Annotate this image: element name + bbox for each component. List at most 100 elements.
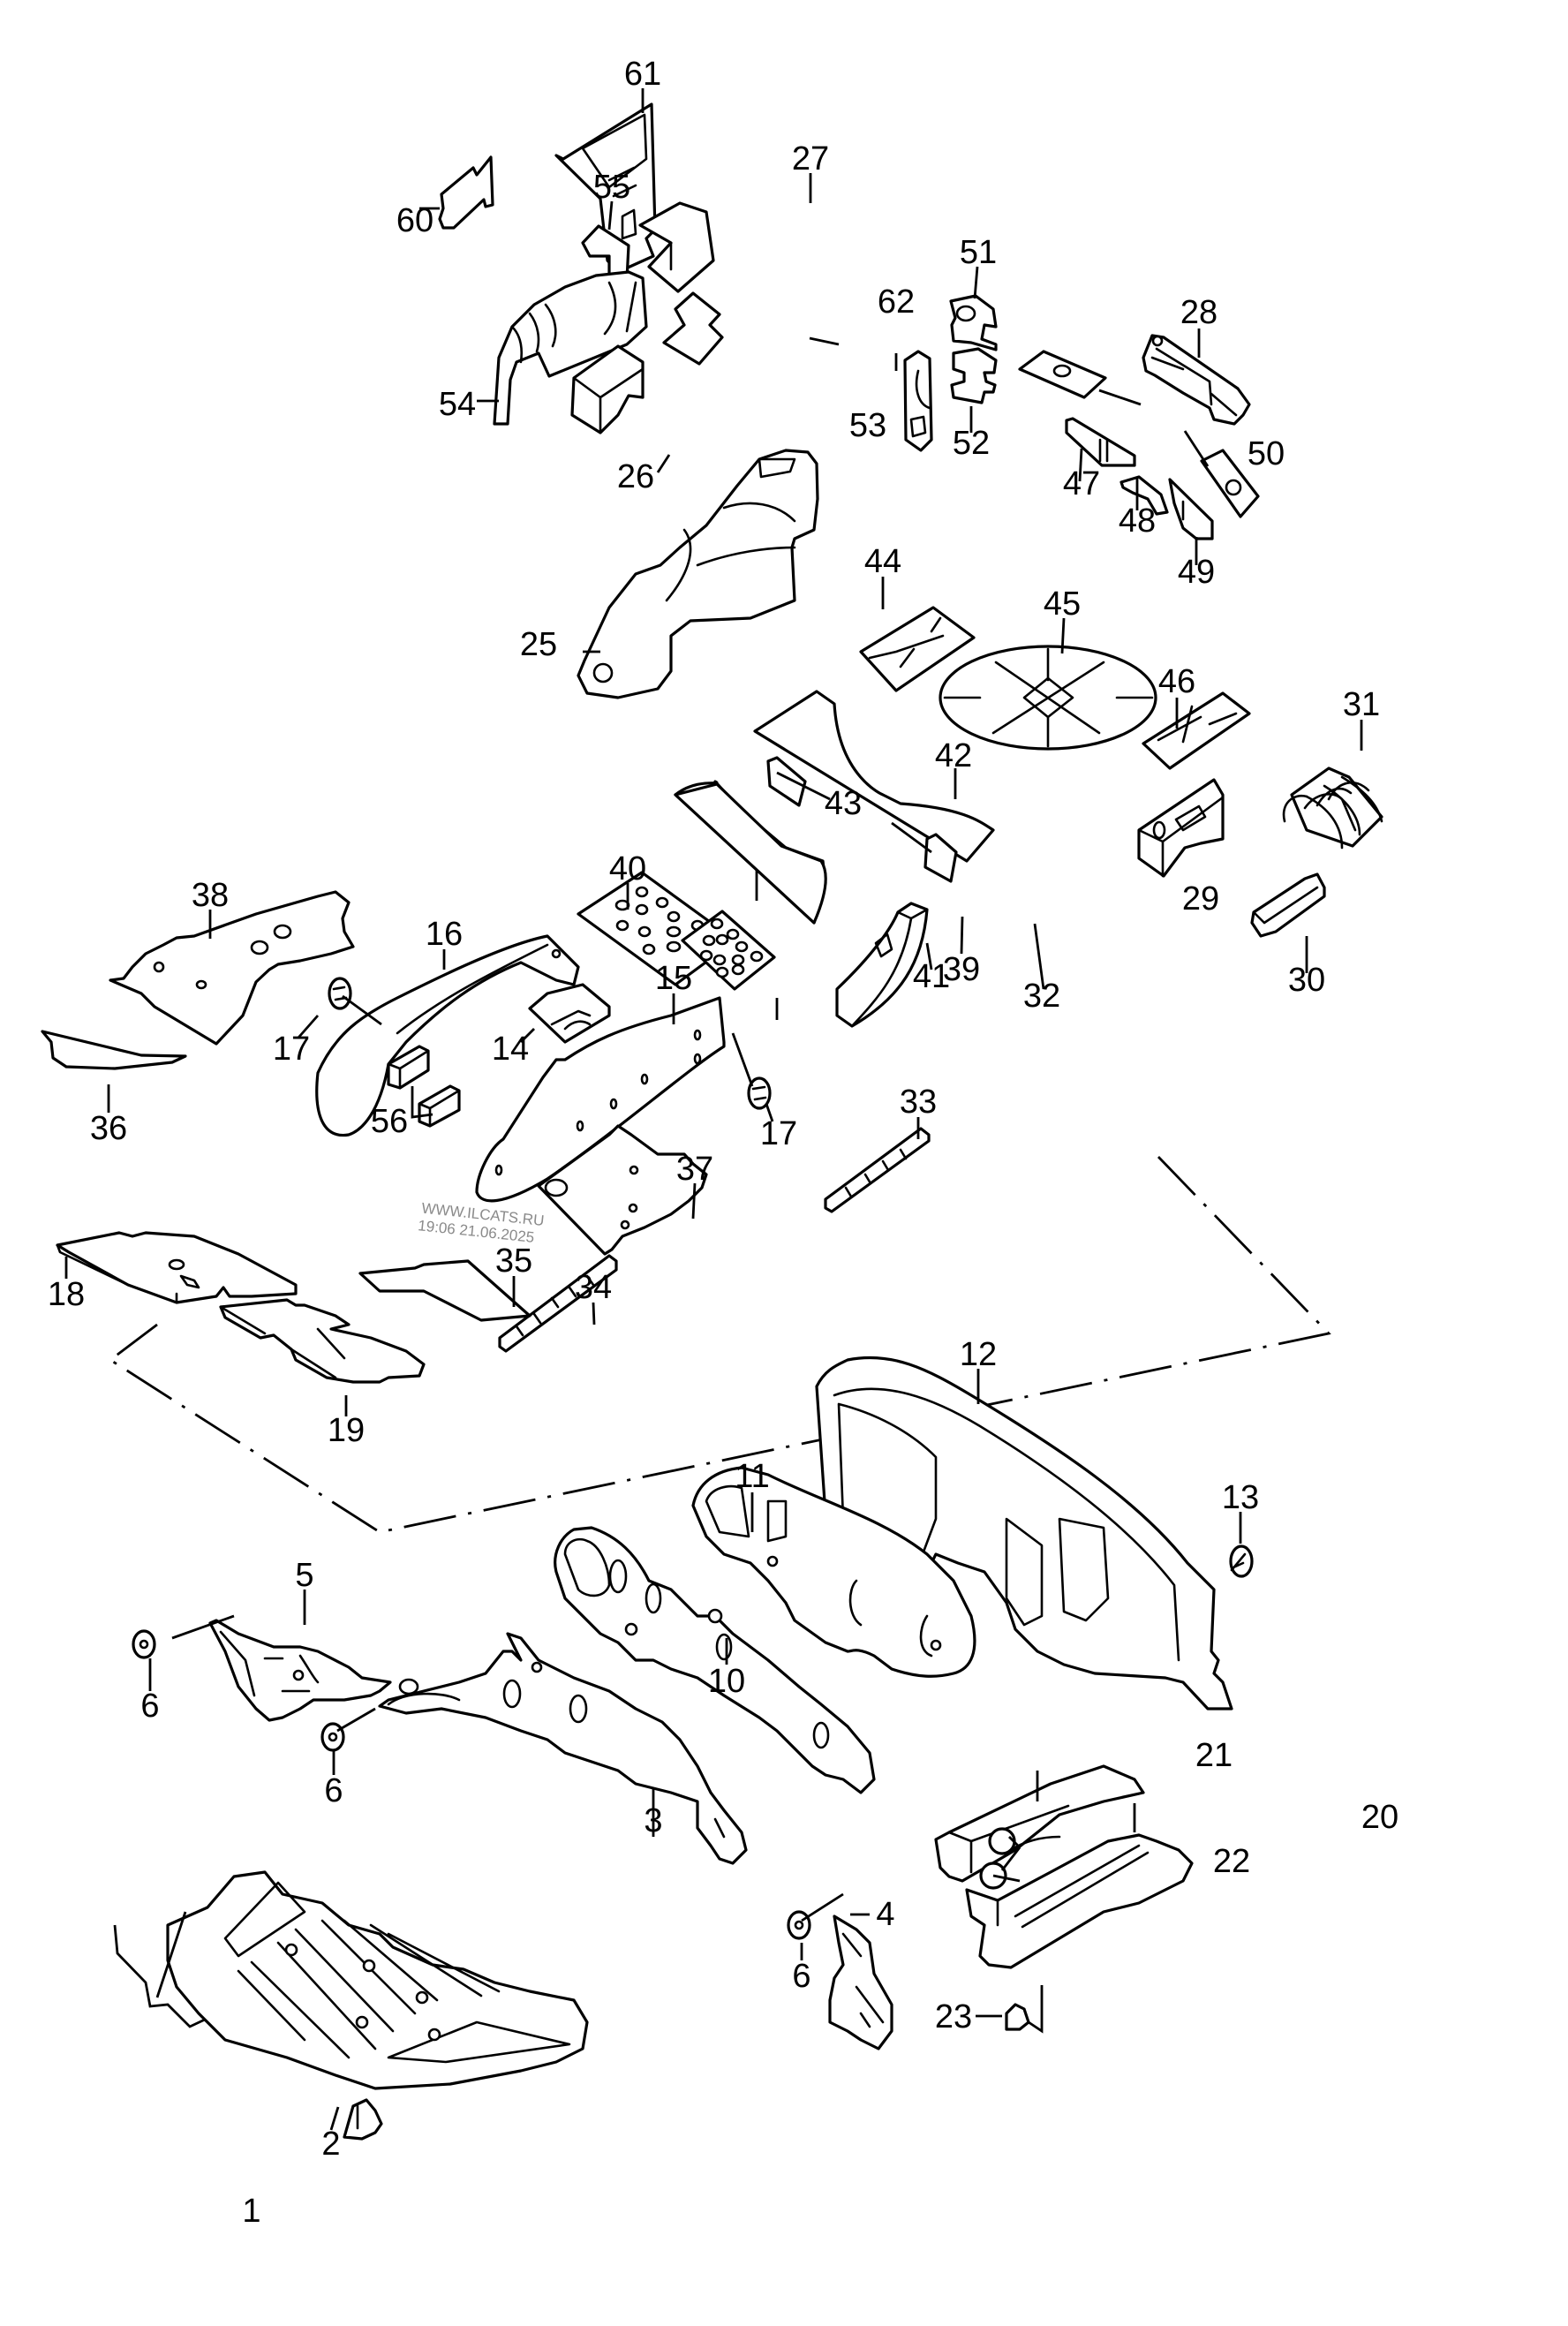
callout-p44[interactable]: 44 [864, 543, 901, 580]
part-19[interactable] [219, 1298, 426, 1384]
callout-p26[interactable]: 26 [617, 458, 654, 495]
part-3[interactable] [378, 1632, 748, 1865]
part-53[interactable] [662, 291, 724, 366]
callout-p21[interactable]: 21 [1195, 1737, 1233, 1774]
part-5[interactable] [208, 1619, 392, 1722]
part-47[interactable] [1065, 417, 1136, 467]
part-17a[interactable] [328, 977, 352, 1010]
callout-p40[interactable]: 40 [609, 850, 646, 887]
part-6a[interactable] [132, 1629, 156, 1659]
callout-p17b[interactable]: 17 [760, 1115, 797, 1152]
callout-p25[interactable]: 25 [520, 626, 557, 663]
part-33[interactable] [824, 1127, 931, 1213]
part-50a[interactable] [1018, 350, 1107, 399]
part-56b[interactable] [418, 1084, 461, 1128]
part-13[interactable] [1229, 1544, 1254, 1578]
callout-p18[interactable]: 18 [48, 1276, 85, 1313]
callout-p54[interactable]: 54 [439, 386, 476, 423]
part-2[interactable] [343, 2098, 383, 2141]
callout-p12[interactable]: 12 [960, 1336, 997, 1373]
part-56a[interactable] [387, 1045, 430, 1090]
part-43b[interactable] [923, 833, 958, 883]
callout-p13[interactable]: 13 [1222, 1479, 1259, 1516]
callout-p29[interactable]: 29 [1182, 880, 1219, 918]
part-23[interactable] [1005, 2003, 1030, 2031]
callout-p11[interactable]: 11 [735, 1458, 769, 1495]
callout-p36[interactable]: 36 [90, 1110, 127, 1147]
part-60[interactable] [438, 155, 494, 230]
part-52[interactable] [950, 347, 998, 404]
part-61[interactable] [554, 102, 657, 274]
part-11[interactable] [691, 1466, 976, 1678]
part-28[interactable] [1142, 334, 1251, 426]
callout-p22[interactable]: 22 [1213, 1843, 1250, 1880]
callout-p16[interactable]: 16 [426, 916, 463, 953]
callout-p33[interactable]: 33 [900, 1084, 937, 1121]
part-20[interactable] [965, 1833, 1194, 1969]
callout-p14[interactable]: 14 [492, 1031, 529, 1068]
callout-p60[interactable]: 60 [396, 202, 433, 239]
callout-p15[interactable]: 15 [655, 960, 692, 997]
callout-p2[interactable]: 2 [321, 2126, 340, 2163]
part-35[interactable] [358, 1259, 531, 1322]
callout-p6a[interactable]: 6 [140, 1688, 159, 1725]
part-6c[interactable] [787, 1910, 811, 1940]
callout-p3[interactable]: 3 [644, 1802, 662, 1839]
part-62[interactable] [903, 350, 933, 452]
callout-p39[interactable]: 39 [943, 951, 980, 988]
callout-p52[interactable]: 52 [953, 425, 990, 462]
callout-p30[interactable]: 30 [1288, 962, 1325, 999]
part-12[interactable] [815, 1356, 1233, 1711]
part-18[interactable] [56, 1231, 298, 1304]
callout-p49[interactable]: 49 [1178, 554, 1215, 591]
callout-p43[interactable]: 43 [825, 785, 862, 822]
callout-p48[interactable]: 48 [1119, 502, 1156, 540]
part-10[interactable] [554, 1526, 876, 1794]
callout-p35[interactable]: 35 [495, 1242, 532, 1280]
part-31[interactable] [1282, 767, 1383, 850]
part-37[interactable] [537, 1124, 708, 1256]
callout-p6b[interactable]: 6 [324, 1772, 343, 1809]
part-16[interactable] [315, 934, 580, 1137]
callout-p45[interactable]: 45 [1044, 585, 1081, 623]
callout-p23[interactable]: 23 [935, 1998, 972, 2035]
callout-p17a[interactable]: 17 [273, 1031, 310, 1068]
callout-p6c[interactable]: 6 [792, 1958, 810, 1995]
part-14[interactable] [528, 983, 611, 1044]
callout-p62[interactable]: 62 [878, 283, 915, 321]
callout-p50[interactable]: 50 [1248, 435, 1285, 472]
part-21[interactable] [934, 1764, 1145, 1883]
callout-p28[interactable]: 28 [1180, 294, 1217, 331]
callout-p46[interactable]: 46 [1158, 663, 1195, 700]
part-38[interactable] [109, 890, 355, 1046]
callout-p10[interactable]: 10 [708, 1663, 745, 1700]
part-49[interactable] [1168, 478, 1214, 540]
callout-p51[interactable]: 51 [960, 234, 997, 271]
callout-p20[interactable]: 20 [1361, 1799, 1398, 1836]
part-36[interactable] [41, 1030, 187, 1070]
part-34[interactable] [498, 1254, 618, 1353]
callout-p1[interactable]: 1 [242, 2193, 260, 2230]
part-48[interactable] [1119, 475, 1169, 516]
part-17b[interactable] [747, 1076, 772, 1110]
part-29[interactable] [1137, 778, 1225, 878]
callout-p56[interactable]: 56 [371, 1103, 408, 1140]
callout-p32[interactable]: 32 [1023, 978, 1060, 1015]
part-32[interactable] [835, 902, 929, 1028]
part-1[interactable] [166, 1870, 589, 2090]
part-41[interactable] [674, 780, 827, 925]
callout-p47[interactable]: 47 [1063, 465, 1100, 502]
part-26[interactable] [570, 344, 645, 434]
part-50b[interactable] [1200, 449, 1260, 518]
callout-p19[interactable]: 19 [328, 1412, 365, 1449]
part-30[interactable] [1250, 872, 1326, 938]
callout-p61[interactable]: 61 [624, 56, 661, 93]
part-46[interactable] [1142, 691, 1251, 770]
callout-p34[interactable]: 34 [575, 1269, 612, 1306]
part-15[interactable] [475, 996, 726, 1203]
callout-p55[interactable]: 55 [593, 169, 630, 206]
callout-p27[interactable]: 27 [792, 140, 829, 177]
part-4[interactable] [828, 1914, 893, 2050]
part-39[interactable] [681, 910, 776, 991]
callout-p4[interactable]: 4 [876, 1896, 894, 1933]
